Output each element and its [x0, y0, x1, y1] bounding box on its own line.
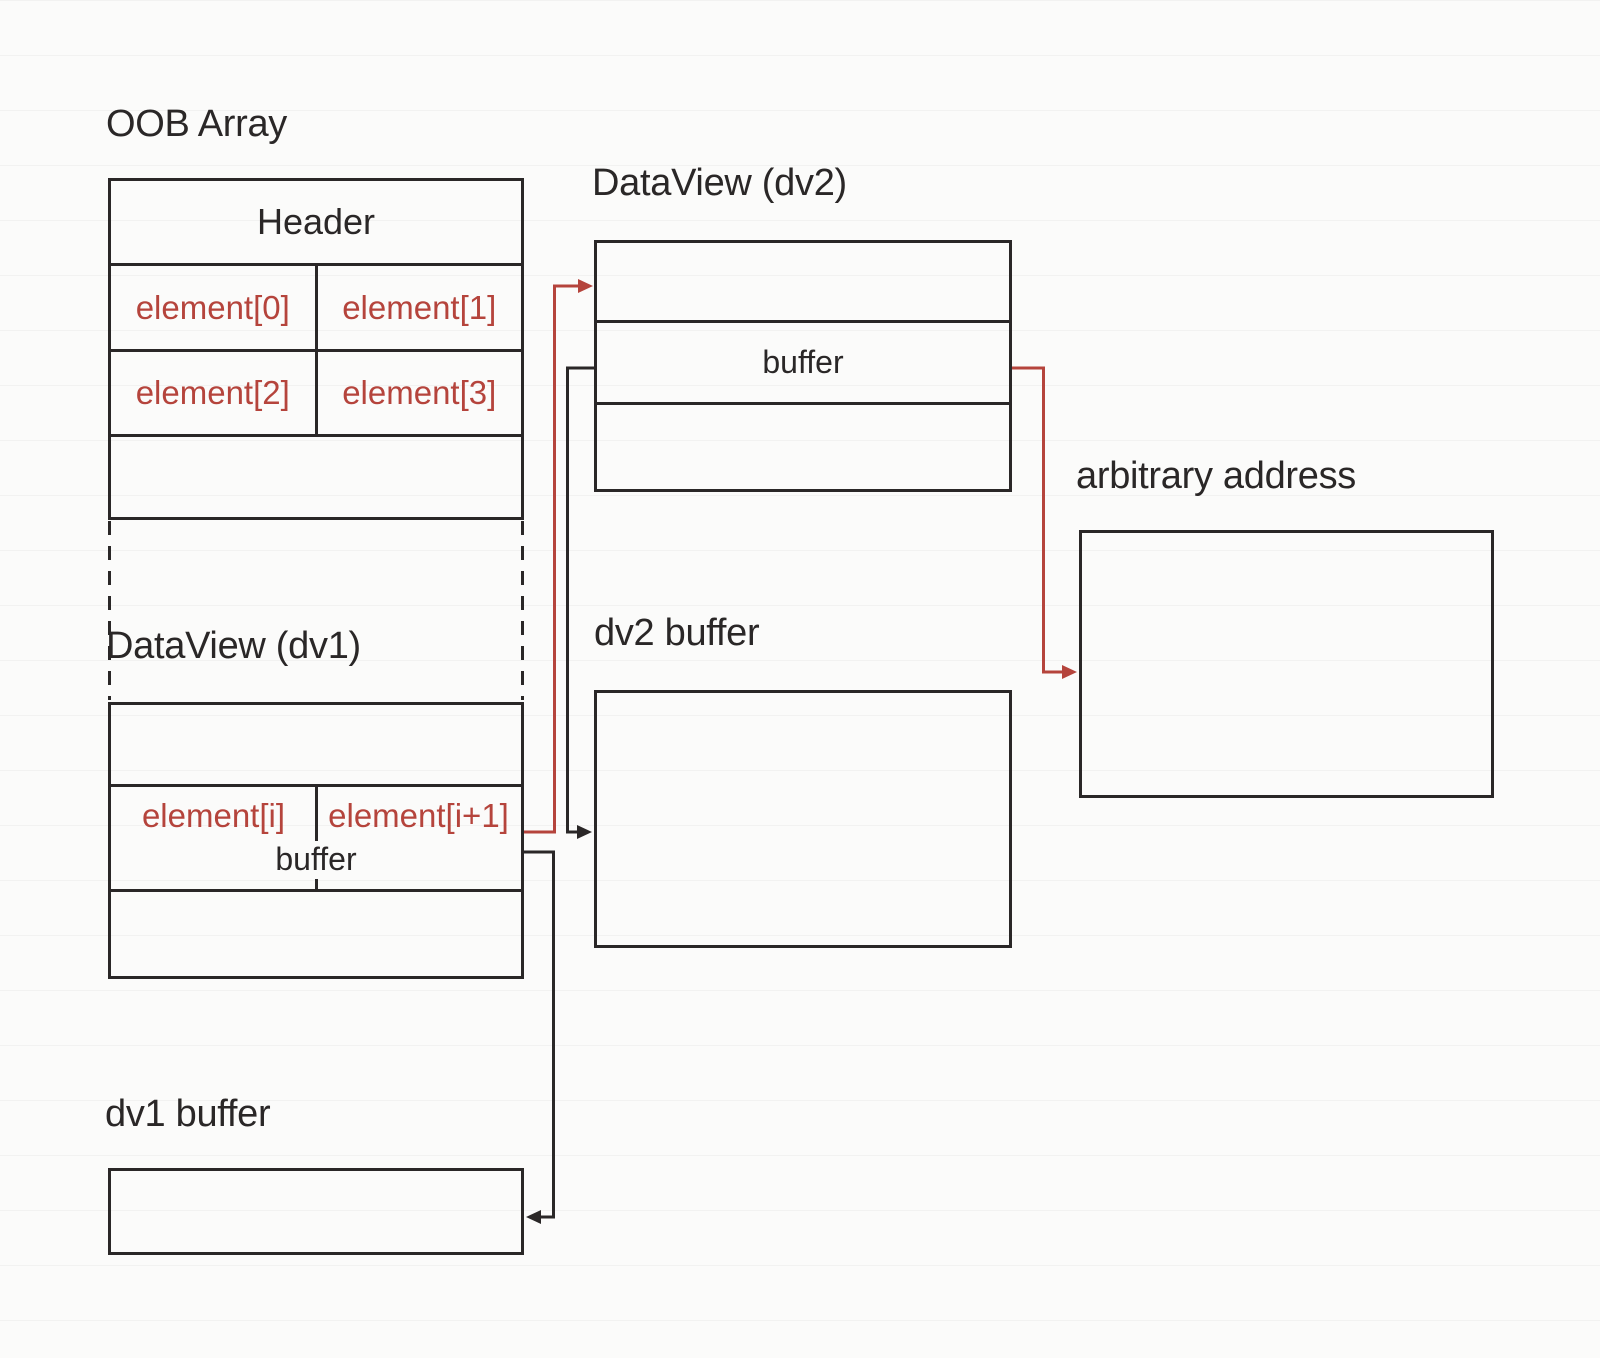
oob-array-box: Header element[0] element[1] element[2] … [108, 178, 524, 520]
arrow-element-i1-to-dv2 [524, 284, 582, 834]
arrowhead-dv1-bufferfield-to-dv1buffer [526, 1210, 541, 1224]
dv2-buffer-box [594, 690, 1012, 948]
arbitrary-address-title: arbitrary address [1076, 455, 1357, 497]
dv1-buffer-title: dv1 buffer [105, 1093, 271, 1135]
dv1-empty-row-bottom [111, 892, 521, 976]
arrow-dv2-bufferfield-to-dv2buffer [566, 366, 594, 834]
oob-element-3-label: element[3] [342, 374, 497, 411]
oob-element-1-label: element[1] [342, 288, 497, 326]
oob-element-0-label: element[0] [135, 288, 290, 326]
dv1-element-i-label: element[i] [141, 797, 286, 834]
dv1-empty-row-top [111, 705, 521, 787]
dv1-cell-divider-top [314, 787, 318, 841]
dv1-elements-buffer-row: element[i] element[i+1] buffer [111, 787, 521, 892]
oob-element-0-cell: element[0] [111, 266, 318, 349]
arrow-dv2-bufferfield-to-arbitrary [1012, 366, 1066, 674]
arrowhead-dv2-bufferfield-to-arbitrary [1062, 665, 1077, 679]
dataview-dv2-title: DataView (dv2) [592, 162, 847, 204]
dv2-buffer-field-label: buffer [762, 344, 844, 380]
dv2-buffer-row: buffer [597, 323, 1009, 405]
dv1-element-i1-label: element[i+1] [328, 797, 509, 834]
dataview-dv1-box: element[i] element[i+1] buffer [108, 702, 524, 979]
oob-element-1-cell: element[1] [318, 266, 522, 349]
dv1-cell-divider-bottom [314, 879, 318, 889]
oob-header-label: Header [256, 201, 376, 242]
arrowhead-dv2-bufferfield-to-dv2buffer [577, 825, 592, 839]
oob-element-2-label: element[2] [135, 374, 290, 411]
oob-element-3-cell: element[3] [318, 352, 522, 434]
arrow-dv1-bufferfield-to-dv1buffer [524, 850, 555, 1219]
arbitrary-address-box [1079, 530, 1494, 798]
dv1-element-i1-cell: element[i+1] [316, 787, 521, 845]
oob-empty-row [111, 437, 521, 517]
oob-array-title: OOB Array [106, 103, 288, 145]
dv2-empty-row-bottom [597, 405, 1009, 489]
oob-elements-row-2: element[2] element[3] [111, 352, 521, 437]
oob-element-2-cell: element[2] [111, 352, 318, 434]
dv1-buffer-field-label: buffer [275, 841, 357, 877]
arrowhead-element-i1-to-dv2 [578, 279, 593, 293]
dataview-dv1-title: DataView (dv1) [106, 625, 361, 667]
dv1-buffer-box [108, 1168, 524, 1255]
dv1-element-i-cell: element[i] [111, 787, 316, 845]
dv2-buffer-title: dv2 buffer [594, 612, 760, 654]
dataview-dv2-box: buffer [594, 240, 1012, 492]
oob-elements-row-1: element[0] element[1] [111, 266, 521, 352]
dv2-empty-row-top [597, 243, 1009, 323]
oob-header-row: Header [111, 181, 521, 266]
